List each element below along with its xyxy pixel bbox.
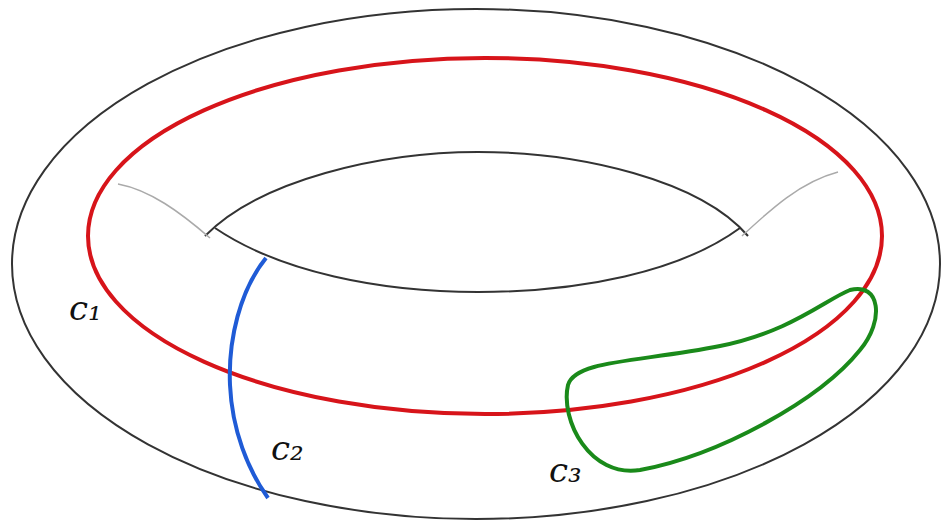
hole-lower-edge (215, 228, 740, 292)
contour-line (742, 172, 838, 236)
curve-label: c₁ (66, 290, 105, 326)
curve-label: c₂ (268, 430, 307, 466)
curve-label: c₃ (546, 452, 585, 488)
torus-outline (12, 9, 940, 519)
curve-c1 (88, 58, 882, 414)
curve-c3 (567, 289, 876, 471)
contour-line (118, 184, 210, 238)
curve-c2 (230, 258, 268, 498)
hole-upper-edge (205, 152, 748, 236)
